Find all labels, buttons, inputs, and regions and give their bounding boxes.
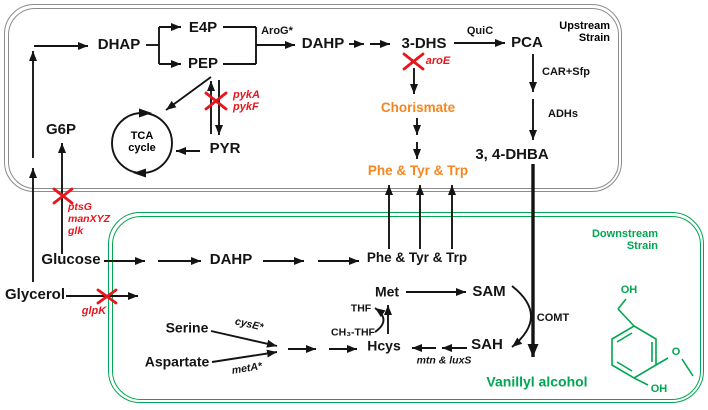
tca-arrowhead-bottom	[133, 168, 146, 178]
vanillyl-alcohol-structure	[611, 298, 694, 386]
node-thf: THF	[350, 302, 372, 315]
node-dhap-top: DHAP	[97, 36, 141, 54]
enzyme-mtn-luxs: mtn & luxS	[416, 354, 472, 367]
arrow-ch3thf-to-thf	[374, 307, 386, 333]
knockout-glk-label: glk	[68, 224, 84, 237]
knockout-aroe-label: aroE	[425, 55, 451, 68]
knockout-x-marks	[52, 52, 425, 305]
node-aromatics-lower: Phe & Tyr & Trp	[366, 249, 468, 265]
double-bond-3	[616, 361, 633, 372]
upstream-strain-title-line1: Upstream	[559, 20, 610, 32]
ch2-oh-bond	[617, 298, 627, 310]
knockout-pyka-label: pykA	[233, 89, 260, 101]
enzyme-quic: QuiC	[466, 25, 494, 38]
knockout-pyk-labels: pykA pykF	[233, 89, 260, 114]
node-glycerol: Glycerol	[4, 286, 66, 304]
arrow-pep-to-tca	[165, 76, 212, 111]
downstream-strain-title-line1: Downstream	[591, 228, 658, 240]
node-34dhba: 3, 4-DHBA	[475, 146, 549, 164]
structure-oh-bottom-label: OH	[650, 383, 668, 396]
structure-oh-top-label: OH	[620, 284, 638, 297]
node-chorismate: Chorismate	[380, 99, 456, 115]
aroe-knockout-x	[402, 52, 425, 71]
node-sah: SAH	[471, 336, 503, 354]
downstream-strain-title-line2: Strain	[626, 240, 658, 253]
node-aromatics-upper: Phe & Tyr & Trp	[367, 162, 469, 178]
knockout-manxyz-label: manXYZ	[68, 212, 111, 225]
node-3dhs: 3-DHS	[401, 35, 447, 53]
enzyme-arog: AroG*	[261, 25, 293, 38]
enzyme-adhs: ADHs	[548, 108, 578, 121]
node-g6p: G6P	[45, 121, 77, 139]
downstream-strain-box-inner-border	[111, 215, 701, 400]
tca-cycle-label-line2: cycle	[128, 142, 156, 155]
node-pep: PEP	[187, 55, 219, 73]
ring-o-bond	[655, 357, 669, 366]
node-sam: SAM	[472, 283, 506, 301]
upstream-strain-title: Upstream Strain	[540, 20, 610, 45]
node-ch3-thf: CH₃-THF	[331, 326, 375, 339]
node-aspartate: Aspartate	[144, 353, 210, 370]
node-met: Met	[374, 283, 400, 300]
tca-cycle-arrowheads	[133, 108, 152, 178]
node-glucose: Glucose	[41, 251, 101, 269]
enzyme-car-sfp: CAR+Sfp	[542, 66, 590, 79]
downstream-strain-box	[108, 212, 704, 403]
o-ch3-bond	[681, 358, 694, 377]
knockout-glpk-label: glpK	[81, 305, 107, 318]
tca-cycle-label-line1: TCA	[130, 130, 154, 142]
node-dahp-top: DAHP	[301, 35, 345, 53]
tca-cycle-label: TCA cycle	[120, 130, 164, 155]
glpk-knockout-x	[96, 288, 118, 305]
knockout-ptsg-label: ptsG	[68, 201, 92, 213]
tca-arrowhead-top	[139, 108, 152, 118]
upstream-strain-box	[4, 4, 622, 192]
node-hcys: Hcys	[367, 337, 401, 354]
upstream-strain-box-inner-border	[7, 7, 619, 189]
ptsg-knockout-x	[52, 187, 74, 205]
arrow-aspartate	[211, 349, 278, 363]
ring-oh-bond	[633, 377, 649, 386]
upstream-strain-title-line2: Strain	[578, 32, 610, 45]
node-dahp-lower: DAHP	[209, 251, 253, 269]
downstream-strain-title: Downstream Strain	[568, 228, 658, 253]
node-e4p: E4P	[188, 19, 218, 37]
node-serine: Serine	[165, 319, 209, 336]
node-pyr: PYR	[209, 140, 241, 158]
benzene-ring	[611, 325, 657, 379]
knockout-pykf-label: pykF	[233, 101, 259, 114]
arrow-sam-to-sah-comt	[511, 285, 532, 348]
double-bond-1	[616, 332, 633, 343]
enzyme-comt: COMT	[536, 312, 570, 325]
arrow-serine	[210, 330, 278, 348]
black-arrows	[29, 23, 539, 363]
knockout-pts-labels: ptsG manXYZ glk	[68, 201, 111, 237]
pyk-knockout-x	[204, 91, 228, 111]
structure-o-methoxy-label: O	[671, 346, 681, 359]
node-pca: PCA	[511, 34, 543, 52]
ch2-bond	[617, 308, 635, 327]
node-vanillyl-alcohol: Vanillyl alcohol	[486, 373, 588, 390]
